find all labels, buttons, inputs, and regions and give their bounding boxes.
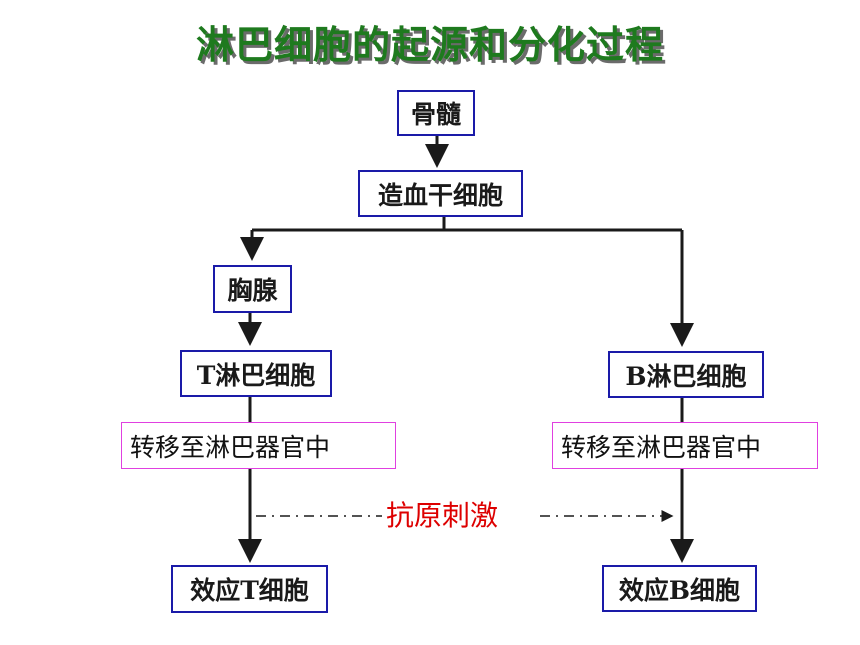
b-migrate-label: 转移至淋巴器官中 — [552, 422, 818, 469]
node-effector-b-cell: 效应B细胞 — [602, 565, 757, 612]
antigen-stimulus-label: 抗原刺激 — [386, 499, 499, 532]
node-b-lymphocyte: B淋巴细胞 — [608, 351, 764, 398]
node-thymus: 胸腺 — [213, 265, 292, 313]
t-migrate-label: 转移至淋巴器官中 — [121, 422, 396, 469]
node-bone-marrow: 骨髓 — [397, 90, 475, 136]
node-hematopoietic-stem-cell: 造血干细胞 — [358, 170, 523, 217]
page-title: 淋巴细胞的起源和分化过程 — [195, 22, 664, 67]
node-t-lymphocyte: T淋巴细胞 — [180, 350, 332, 397]
node-effector-t-cell: 效应T细胞 — [171, 565, 328, 613]
